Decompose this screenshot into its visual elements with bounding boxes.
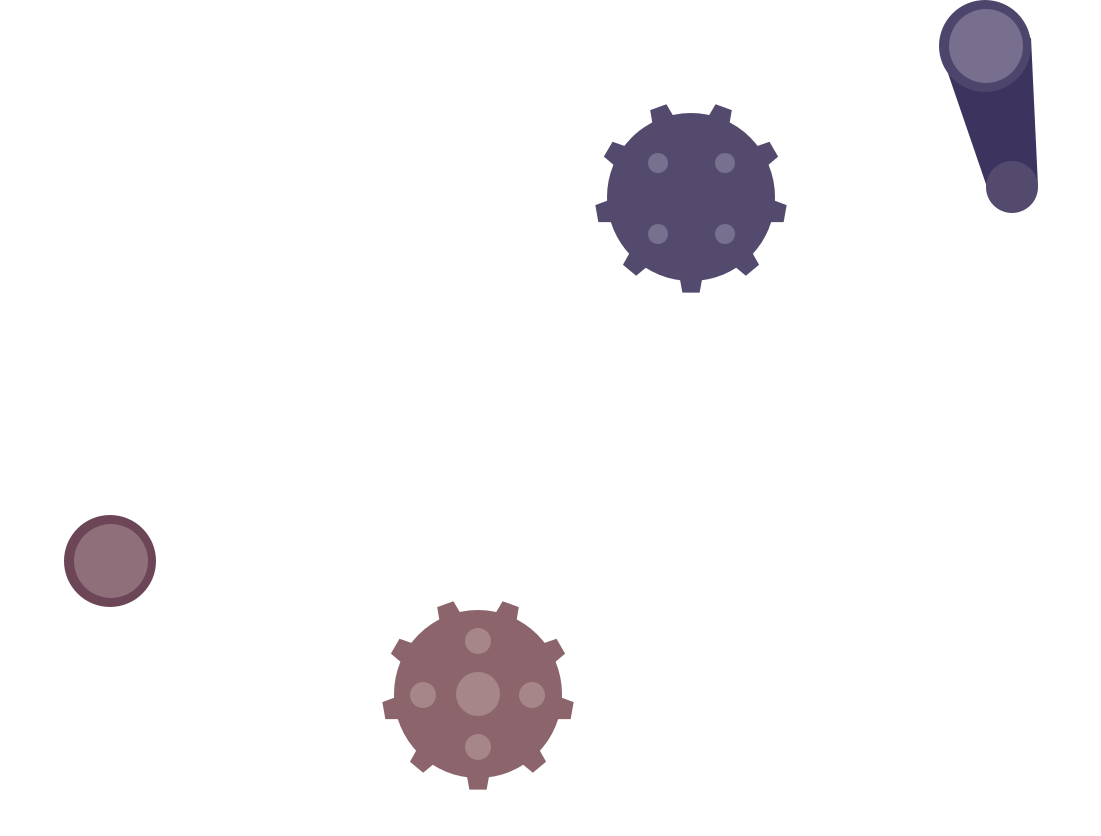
gear-body: [607, 113, 775, 281]
ball-icon[interactable]: [64, 515, 156, 607]
ball-fill: [74, 524, 148, 598]
gear-hole: [519, 682, 545, 708]
cannon-icon[interactable]: [939, 0, 1038, 213]
gear-hole: [410, 682, 436, 708]
mauve-gear-icon[interactable]: [382, 601, 574, 790]
gear-hole: [648, 153, 668, 173]
gear-hole: [715, 224, 735, 244]
gear-hole: [465, 628, 491, 654]
cannon-muzzle: [949, 9, 1023, 83]
gear-hole: [715, 153, 735, 173]
gear-hole: [648, 224, 668, 244]
gear-hole: [456, 672, 500, 716]
cannon-base: [986, 161, 1038, 213]
gear-hole: [465, 734, 491, 760]
purple-gear-icon[interactable]: [595, 104, 787, 293]
